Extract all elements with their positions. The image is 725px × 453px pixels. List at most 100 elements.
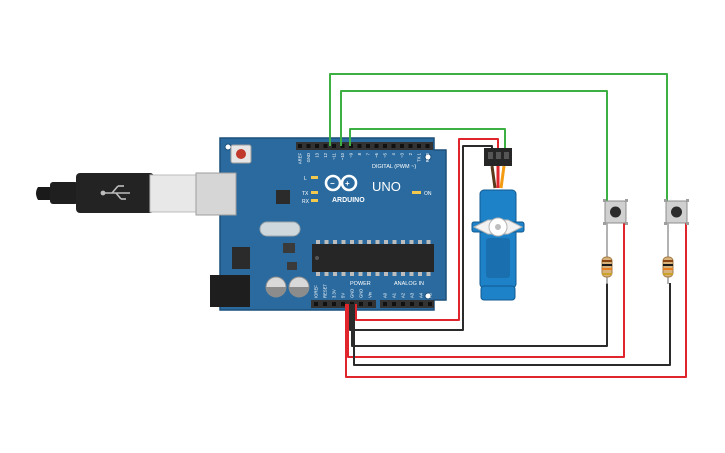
chip-pin xyxy=(324,272,329,276)
header-pin[interactable] xyxy=(383,302,387,306)
resistor-band xyxy=(602,260,612,262)
resistor-band xyxy=(663,273,673,275)
wire-green-servo-signal[interactable] xyxy=(349,128,506,150)
pin-label: A1 xyxy=(392,292,397,298)
logo-plus: + xyxy=(345,179,350,188)
header-pin[interactable] xyxy=(392,302,396,306)
pin-label: ~3 xyxy=(400,152,405,157)
servo-motor[interactable] xyxy=(471,148,525,301)
header-pin[interactable] xyxy=(359,302,363,306)
header-pin[interactable] xyxy=(298,144,302,148)
header-pin[interactable] xyxy=(323,302,327,306)
header-pin[interactable] xyxy=(341,302,345,306)
chip-pin xyxy=(418,240,422,244)
pushbutton-cap[interactable] xyxy=(671,206,682,218)
wire-red-button-right[interactable] xyxy=(345,222,687,378)
servo-wire-brown xyxy=(490,165,497,189)
header-pin[interactable] xyxy=(391,144,396,148)
digital-header-pins[interactable] xyxy=(298,144,430,148)
analog-label: ANALOG IN xyxy=(394,281,424,287)
pin-label: ~5 xyxy=(383,152,388,157)
servo-connector-pin xyxy=(504,152,509,159)
pushbutton-cap[interactable] xyxy=(610,206,621,218)
brand-label: ARDUINO xyxy=(332,197,365,204)
header-pin[interactable] xyxy=(357,144,362,148)
chip-pin xyxy=(375,272,380,276)
pin-label: 2 xyxy=(408,152,413,155)
header-pin[interactable] xyxy=(323,144,328,148)
pin-label: RX 0 xyxy=(425,152,430,162)
resistor-band xyxy=(663,260,673,262)
pin-label: 7 xyxy=(366,152,371,155)
servo-connector-pin xyxy=(496,152,501,159)
pushbutton-left[interactable] xyxy=(603,199,628,225)
pin-label: A4 xyxy=(419,292,424,298)
led-label-tx: TX xyxy=(302,191,309,197)
chip-pin xyxy=(341,240,346,244)
wires[interactable] xyxy=(329,73,687,378)
digital-header xyxy=(296,142,433,150)
pushbutton-right[interactable] xyxy=(664,199,689,225)
led-on xyxy=(412,191,421,194)
power-label: POWER xyxy=(350,281,371,287)
resistor-right[interactable] xyxy=(662,223,674,284)
header-pin[interactable] xyxy=(340,144,345,148)
header-pin[interactable] xyxy=(368,302,372,306)
chip-pin xyxy=(333,240,337,244)
dc-barrel-jack xyxy=(210,275,250,307)
resistor-left[interactable] xyxy=(601,223,613,284)
chip-pin xyxy=(350,272,354,276)
header-pin[interactable] xyxy=(408,144,413,148)
wire-red-servo-power[interactable] xyxy=(355,138,499,321)
voltage-regulator xyxy=(232,247,250,269)
header-pin[interactable] xyxy=(315,144,319,148)
pin-label: Vin xyxy=(368,291,373,298)
header-pin[interactable] xyxy=(425,144,430,148)
pin-label: TX 1 xyxy=(417,152,422,162)
chip-notch xyxy=(315,256,319,260)
chip-pin xyxy=(324,240,329,244)
chip-pin xyxy=(375,240,380,244)
chip-pin xyxy=(333,272,337,276)
wire-black-servo-ground[interactable] xyxy=(349,145,493,331)
pushbutton-leg xyxy=(686,199,689,202)
usb-cable-strain-relief xyxy=(50,182,78,204)
pushbutton-leg xyxy=(686,222,689,225)
header-pin[interactable] xyxy=(410,302,414,306)
wire-green-button-right[interactable] xyxy=(329,73,668,205)
pin-label: 8 xyxy=(357,152,362,155)
capacitor-stripe xyxy=(266,287,286,297)
led-l xyxy=(311,176,318,179)
header-pin[interactable] xyxy=(306,144,311,148)
header-pin[interactable] xyxy=(366,144,370,148)
usb-cable-tail xyxy=(36,187,52,200)
led-rx xyxy=(311,199,318,202)
header-pin[interactable] xyxy=(332,144,336,148)
reset-button-cap[interactable] xyxy=(236,149,246,159)
resistor-band xyxy=(663,264,673,266)
wire-black-resistor-left[interactable] xyxy=(351,283,608,347)
servo-connector-pin xyxy=(488,152,493,159)
wire-black-resistor-right[interactable] xyxy=(353,283,671,366)
capacitor-stripe xyxy=(289,287,309,297)
on-label: ON xyxy=(424,191,432,197)
chip-pin xyxy=(401,272,405,276)
wire-red-button-left[interactable] xyxy=(347,222,625,358)
mounting-hole xyxy=(424,292,432,300)
header-pin[interactable] xyxy=(374,144,379,148)
header-pin[interactable] xyxy=(419,302,423,306)
header-pin[interactable] xyxy=(400,144,404,148)
header-pin[interactable] xyxy=(417,144,421,148)
pin-label: A2 xyxy=(401,292,406,298)
wire-green-button-left[interactable] xyxy=(340,90,608,205)
pushbutton-leg xyxy=(603,222,606,225)
header-pin[interactable] xyxy=(428,302,432,306)
led-label-l: L xyxy=(304,176,307,182)
header-pin[interactable] xyxy=(332,302,336,306)
header-pin[interactable] xyxy=(383,144,387,148)
header-pin[interactable] xyxy=(401,302,405,306)
header-pin[interactable] xyxy=(314,302,318,306)
